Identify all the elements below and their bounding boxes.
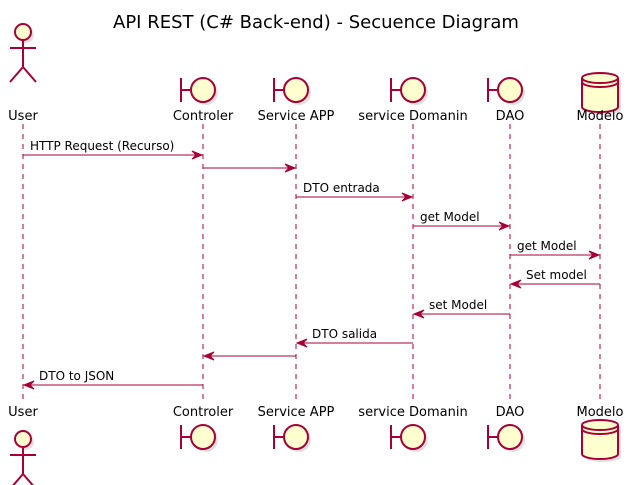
boundary-icon xyxy=(180,424,218,452)
arrowhead xyxy=(412,309,425,319)
participant-label: Controler xyxy=(173,405,234,420)
message-label: Set model xyxy=(526,268,587,282)
message-arrow: DTO entrada xyxy=(296,181,414,202)
participant-label: User xyxy=(8,405,38,420)
database-icon xyxy=(581,72,621,115)
participant-label: DAO xyxy=(496,109,525,124)
arrowhead xyxy=(191,150,204,160)
participant-label: Modelo xyxy=(577,405,624,420)
message-label: get Model xyxy=(517,239,577,253)
message-label: DTO entrada xyxy=(303,181,380,195)
arrowhead xyxy=(509,279,522,289)
message-arrow: get Model xyxy=(413,210,511,231)
participant-label: DAO xyxy=(496,405,525,420)
participant-label: Modelo xyxy=(577,109,624,124)
participant-dao-bottom: DAO xyxy=(487,405,525,452)
participant-controler-bottom: Controler xyxy=(173,405,234,452)
participant-modelo-top: Modelo xyxy=(577,72,624,124)
boundary-icon xyxy=(273,77,311,105)
arrowhead xyxy=(401,192,414,202)
message-label: set Model xyxy=(429,298,487,312)
boundary-icon xyxy=(487,424,525,452)
message-arrow: get Model xyxy=(510,239,601,260)
database-icon xyxy=(581,419,621,462)
arrowhead xyxy=(202,351,215,361)
participant-controler-top: Controler xyxy=(173,77,234,124)
participant-servicedomain-top: service Domanin xyxy=(358,77,468,124)
message-label: HTTP Request (Recurso) xyxy=(30,139,174,153)
boundary-icon xyxy=(487,77,525,105)
message-arrow xyxy=(202,351,296,361)
messages: HTTP Request (Recurso) DTO entrada get Mod… xyxy=(22,139,601,390)
participant-modelo-bottom: Modelo xyxy=(577,405,624,462)
arrowhead xyxy=(22,380,35,390)
participant-label: Service APP xyxy=(258,109,335,124)
boundary-icon xyxy=(180,77,218,105)
boundary-icon xyxy=(390,424,428,452)
message-arrow: Set model xyxy=(509,268,600,289)
participant-label: Service APP xyxy=(258,405,335,420)
arrowhead xyxy=(295,338,308,348)
actor-icon xyxy=(9,23,37,83)
participant-user-top: User xyxy=(8,23,38,124)
boundary-icon xyxy=(390,77,428,105)
participant-servicedomain-bottom: service Domanin xyxy=(358,405,468,452)
message-arrow: DTO to JSON xyxy=(22,369,203,390)
boundary-icon xyxy=(273,424,311,452)
arrowhead xyxy=(284,163,297,173)
message-arrow: DTO salida xyxy=(295,327,413,348)
participant-label: service Domanin xyxy=(358,405,467,420)
message-label: DTO salida xyxy=(312,327,377,341)
arrowhead xyxy=(498,221,511,231)
lifelines xyxy=(22,124,601,402)
participant-label: User xyxy=(8,109,38,124)
diagram-title: API REST (C# Back-end) - Secuence Diagra… xyxy=(113,12,519,33)
participant-dao-top: DAO xyxy=(487,77,525,124)
message-arrow: HTTP Request (Recurso) xyxy=(23,139,204,160)
message-label: get Model xyxy=(420,210,480,224)
message-label: DTO to JSON xyxy=(39,369,114,383)
message-arrow xyxy=(203,163,297,173)
participant-label: Controler xyxy=(173,109,234,124)
participant-serviceapp-bottom: Service APP xyxy=(258,405,335,452)
arrowhead xyxy=(588,250,601,260)
participants-bottom: User Controler Service APP service Domanin D… xyxy=(8,405,624,485)
participant-label: service Domanin xyxy=(358,109,467,124)
actor-icon xyxy=(10,430,36,485)
message-arrow: set Model xyxy=(412,298,510,319)
participants-top: User Controler Service APP service Domanin D… xyxy=(8,23,624,124)
participant-serviceapp-top: Service APP xyxy=(258,77,335,124)
participant-user-bottom: User xyxy=(8,405,38,485)
